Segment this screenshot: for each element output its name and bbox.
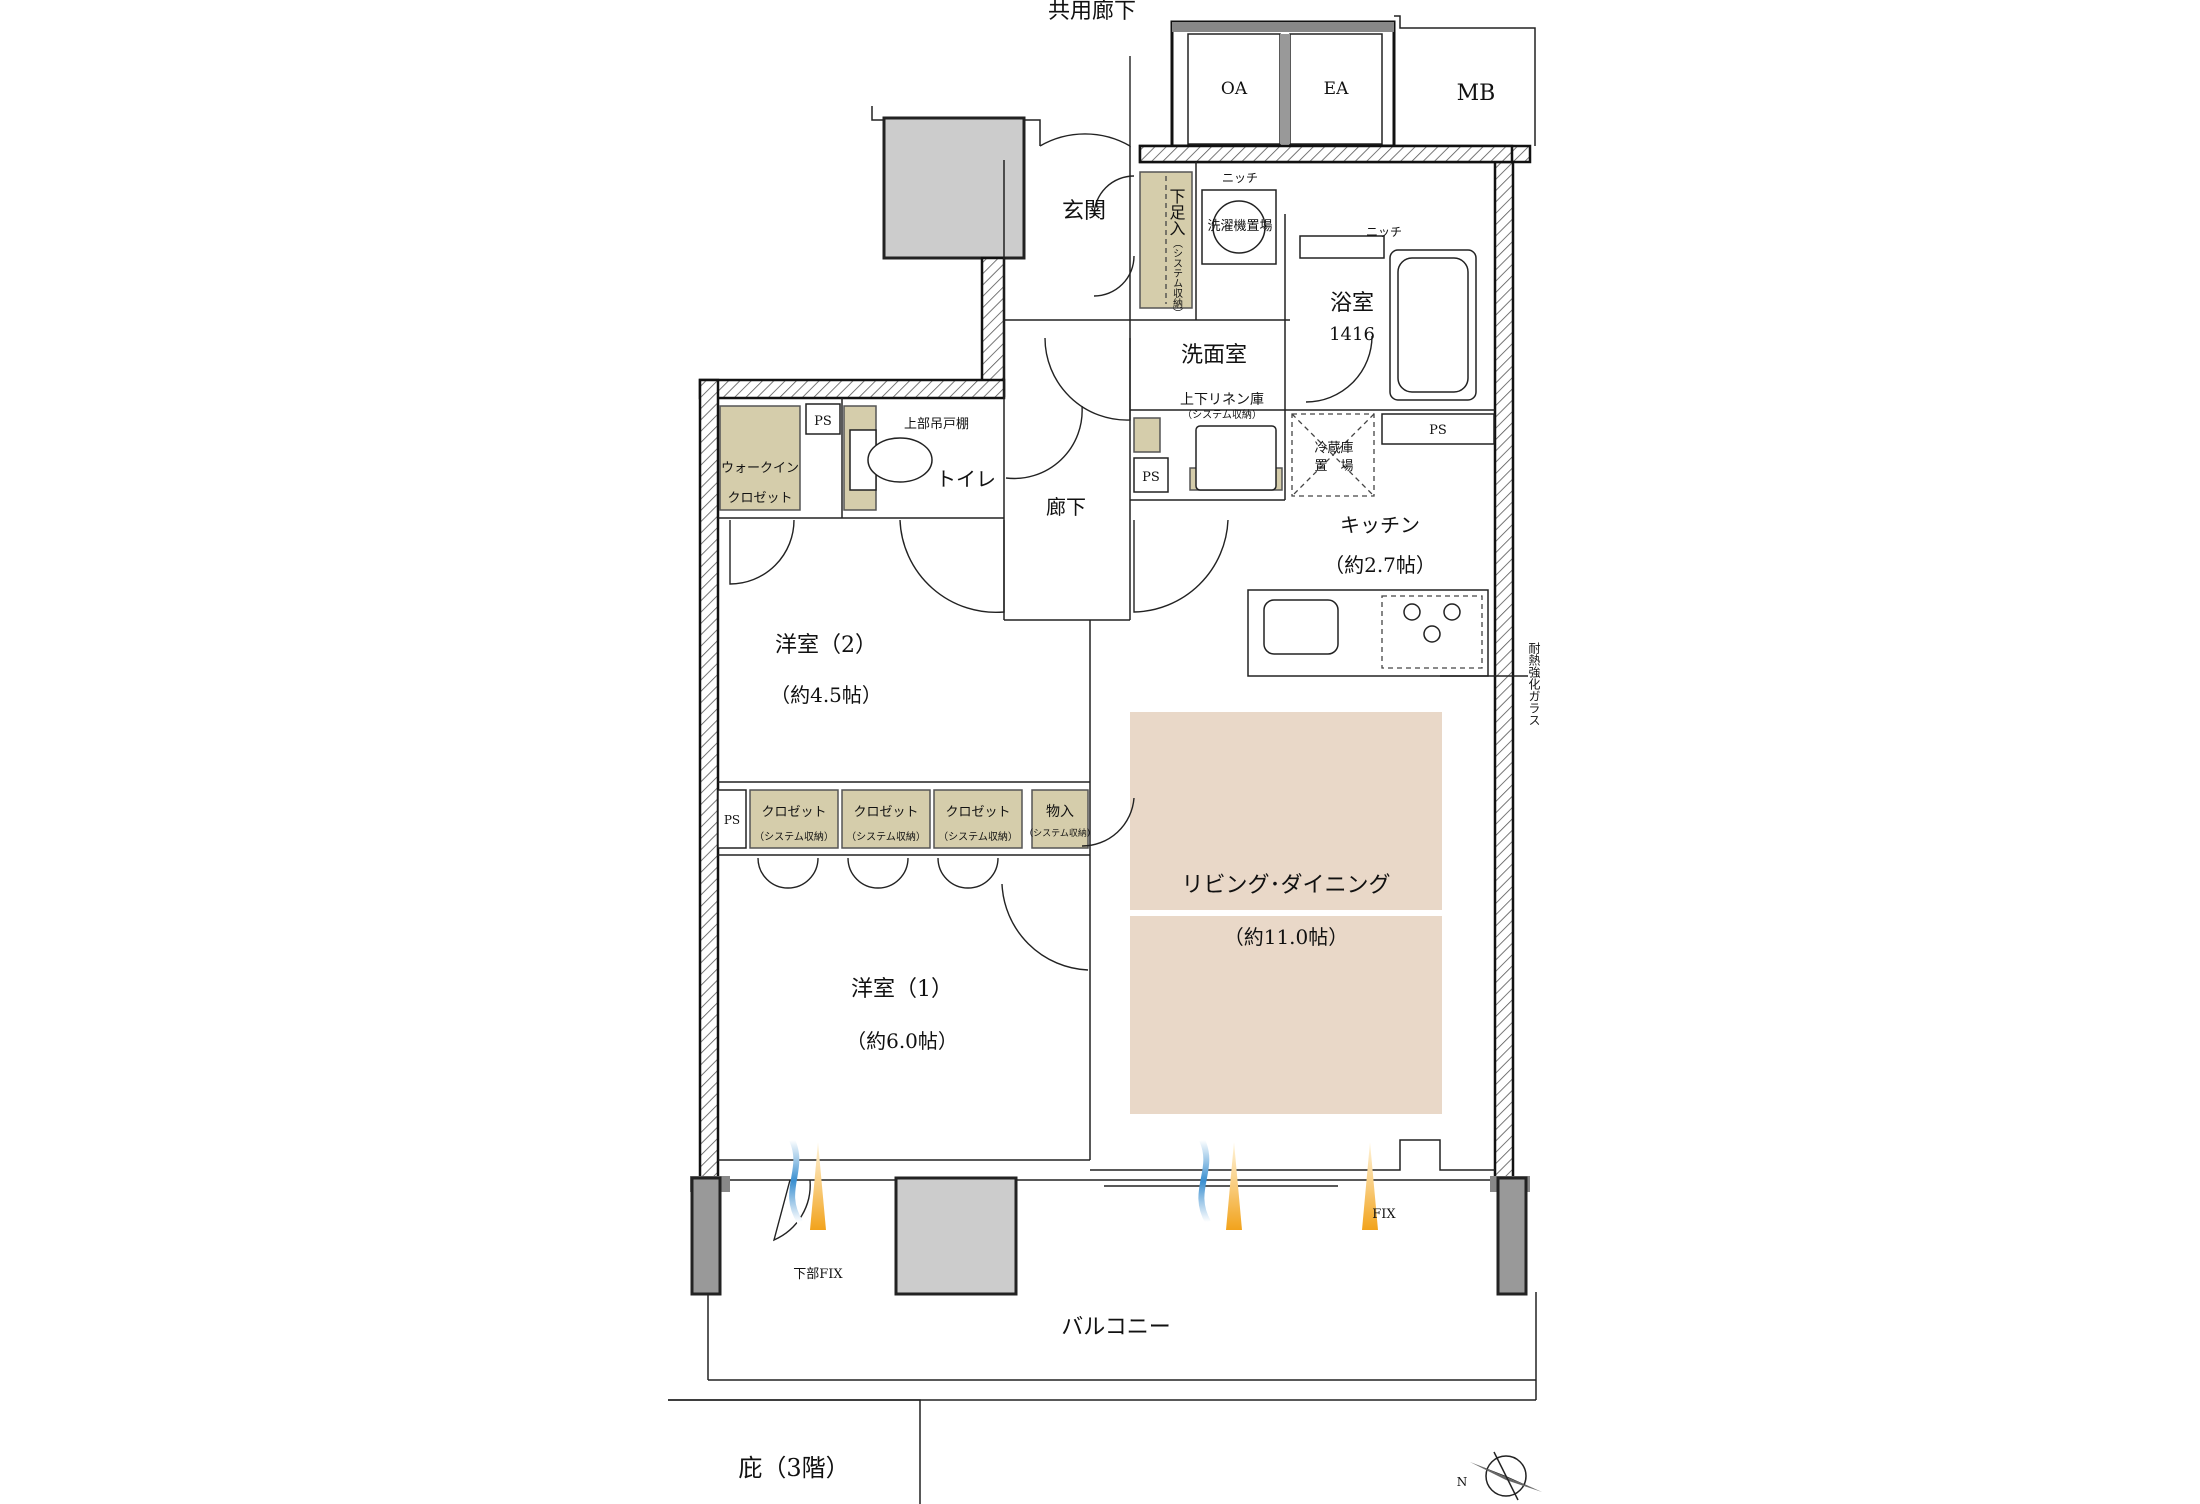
- label-fridge-2: 置 場: [1314, 459, 1353, 474]
- label-common-corridor: 共用廊下: [1048, 0, 1136, 24]
- label-walkin-1: ウォークイン: [721, 461, 799, 476]
- label-ea: EA: [1324, 79, 1349, 99]
- label-ps-bedroom: PS: [724, 813, 740, 827]
- label-western1: 洋室（1）: [851, 977, 953, 1002]
- label-closet-a: クロゼット: [761, 805, 826, 820]
- north-arrow-icon: [1470, 1451, 1542, 1501]
- living-floor-upper: [1130, 712, 1442, 910]
- pillar-top: [882, 116, 1026, 260]
- label-entrance: 玄関: [1062, 199, 1106, 224]
- label-western1-size: （約6.0帖）: [846, 1029, 958, 1053]
- label-walkin-2: クロゼット: [727, 491, 792, 506]
- label-mb: MB: [1457, 81, 1496, 106]
- label-fridge-1: 冷蔵庫: [1314, 441, 1353, 456]
- exterior-walls: [698, 144, 1515, 1182]
- label-washroom: 洗面室: [1181, 343, 1247, 368]
- fixtures: [717, 189, 1528, 849]
- label-upper-cabinet: 上部吊戸棚: [904, 417, 969, 432]
- label-bathroom-size: 1416: [1329, 324, 1375, 345]
- interior-walls: [718, 146, 1495, 1171]
- label-balcony: バルコニー: [1061, 1315, 1171, 1340]
- label-niche-bath: ニッチ: [1366, 225, 1402, 239]
- shaft-block: [1170, 15, 1536, 148]
- label-ps-wash: PS: [1142, 470, 1160, 485]
- label-eaves: 庇（3階）: [738, 1454, 849, 1482]
- label-closet-b-note: （システム収納）: [846, 830, 926, 843]
- label-closet-c-note: （システム収納）: [938, 830, 1018, 843]
- label-kitchen: キッチン: [1340, 513, 1420, 537]
- label-living: リビング･ダイニング: [1181, 873, 1390, 898]
- label-ps-kitchen: PS: [1429, 423, 1447, 438]
- label-glass-note: 耐熱強化ガラス: [1527, 642, 1541, 726]
- pillar-right: [1496, 1176, 1528, 1296]
- label-oa: OA: [1221, 79, 1248, 99]
- label-linen-storage-note: （システム収納）: [1182, 408, 1262, 421]
- doors: [729, 56, 1373, 1242]
- label-storage-small: 物入: [1046, 804, 1074, 820]
- label-kitchen-size: （約2.7帖）: [1324, 553, 1436, 577]
- label-laundry-place: 洗濯機置場: [1207, 219, 1272, 234]
- label-closet-b: クロゼット: [853, 805, 918, 820]
- pillar-left: [690, 1176, 722, 1296]
- label-storage-small-note: （システム収納）: [1024, 827, 1096, 839]
- label-closet-c: クロゼット: [945, 805, 1010, 820]
- airflow-markers: [789, 1138, 1378, 1230]
- living-floor-lower: [1130, 916, 1442, 1114]
- label-closet-a-note: （システム収納）: [754, 830, 834, 843]
- label-living-size: （約11.0帖）: [1224, 925, 1349, 949]
- label-western2: 洋室（2）: [775, 633, 877, 658]
- label-ps-toilet: PS: [814, 414, 832, 429]
- label-lower-fix: 下部FIX: [793, 1267, 843, 1282]
- label-fix: FIX: [1372, 1207, 1396, 1222]
- label-corridor: 廊下: [1046, 495, 1086, 519]
- label-niche-laundry: ニッチ: [1222, 171, 1258, 185]
- label-western2-size: （約4.5帖）: [770, 683, 882, 707]
- label-bathroom: 浴室: [1330, 291, 1374, 316]
- label-toilet: トイレ: [936, 467, 996, 491]
- label-north: N: [1457, 1475, 1468, 1489]
- label-linen-storage: 上下リネン庫: [1180, 391, 1264, 408]
- pillar-center: [894, 1176, 1018, 1296]
- label-shoe-storage-note: （システム収納）: [1171, 238, 1183, 318]
- label-shoe-storage: 下足入: [1167, 188, 1186, 236]
